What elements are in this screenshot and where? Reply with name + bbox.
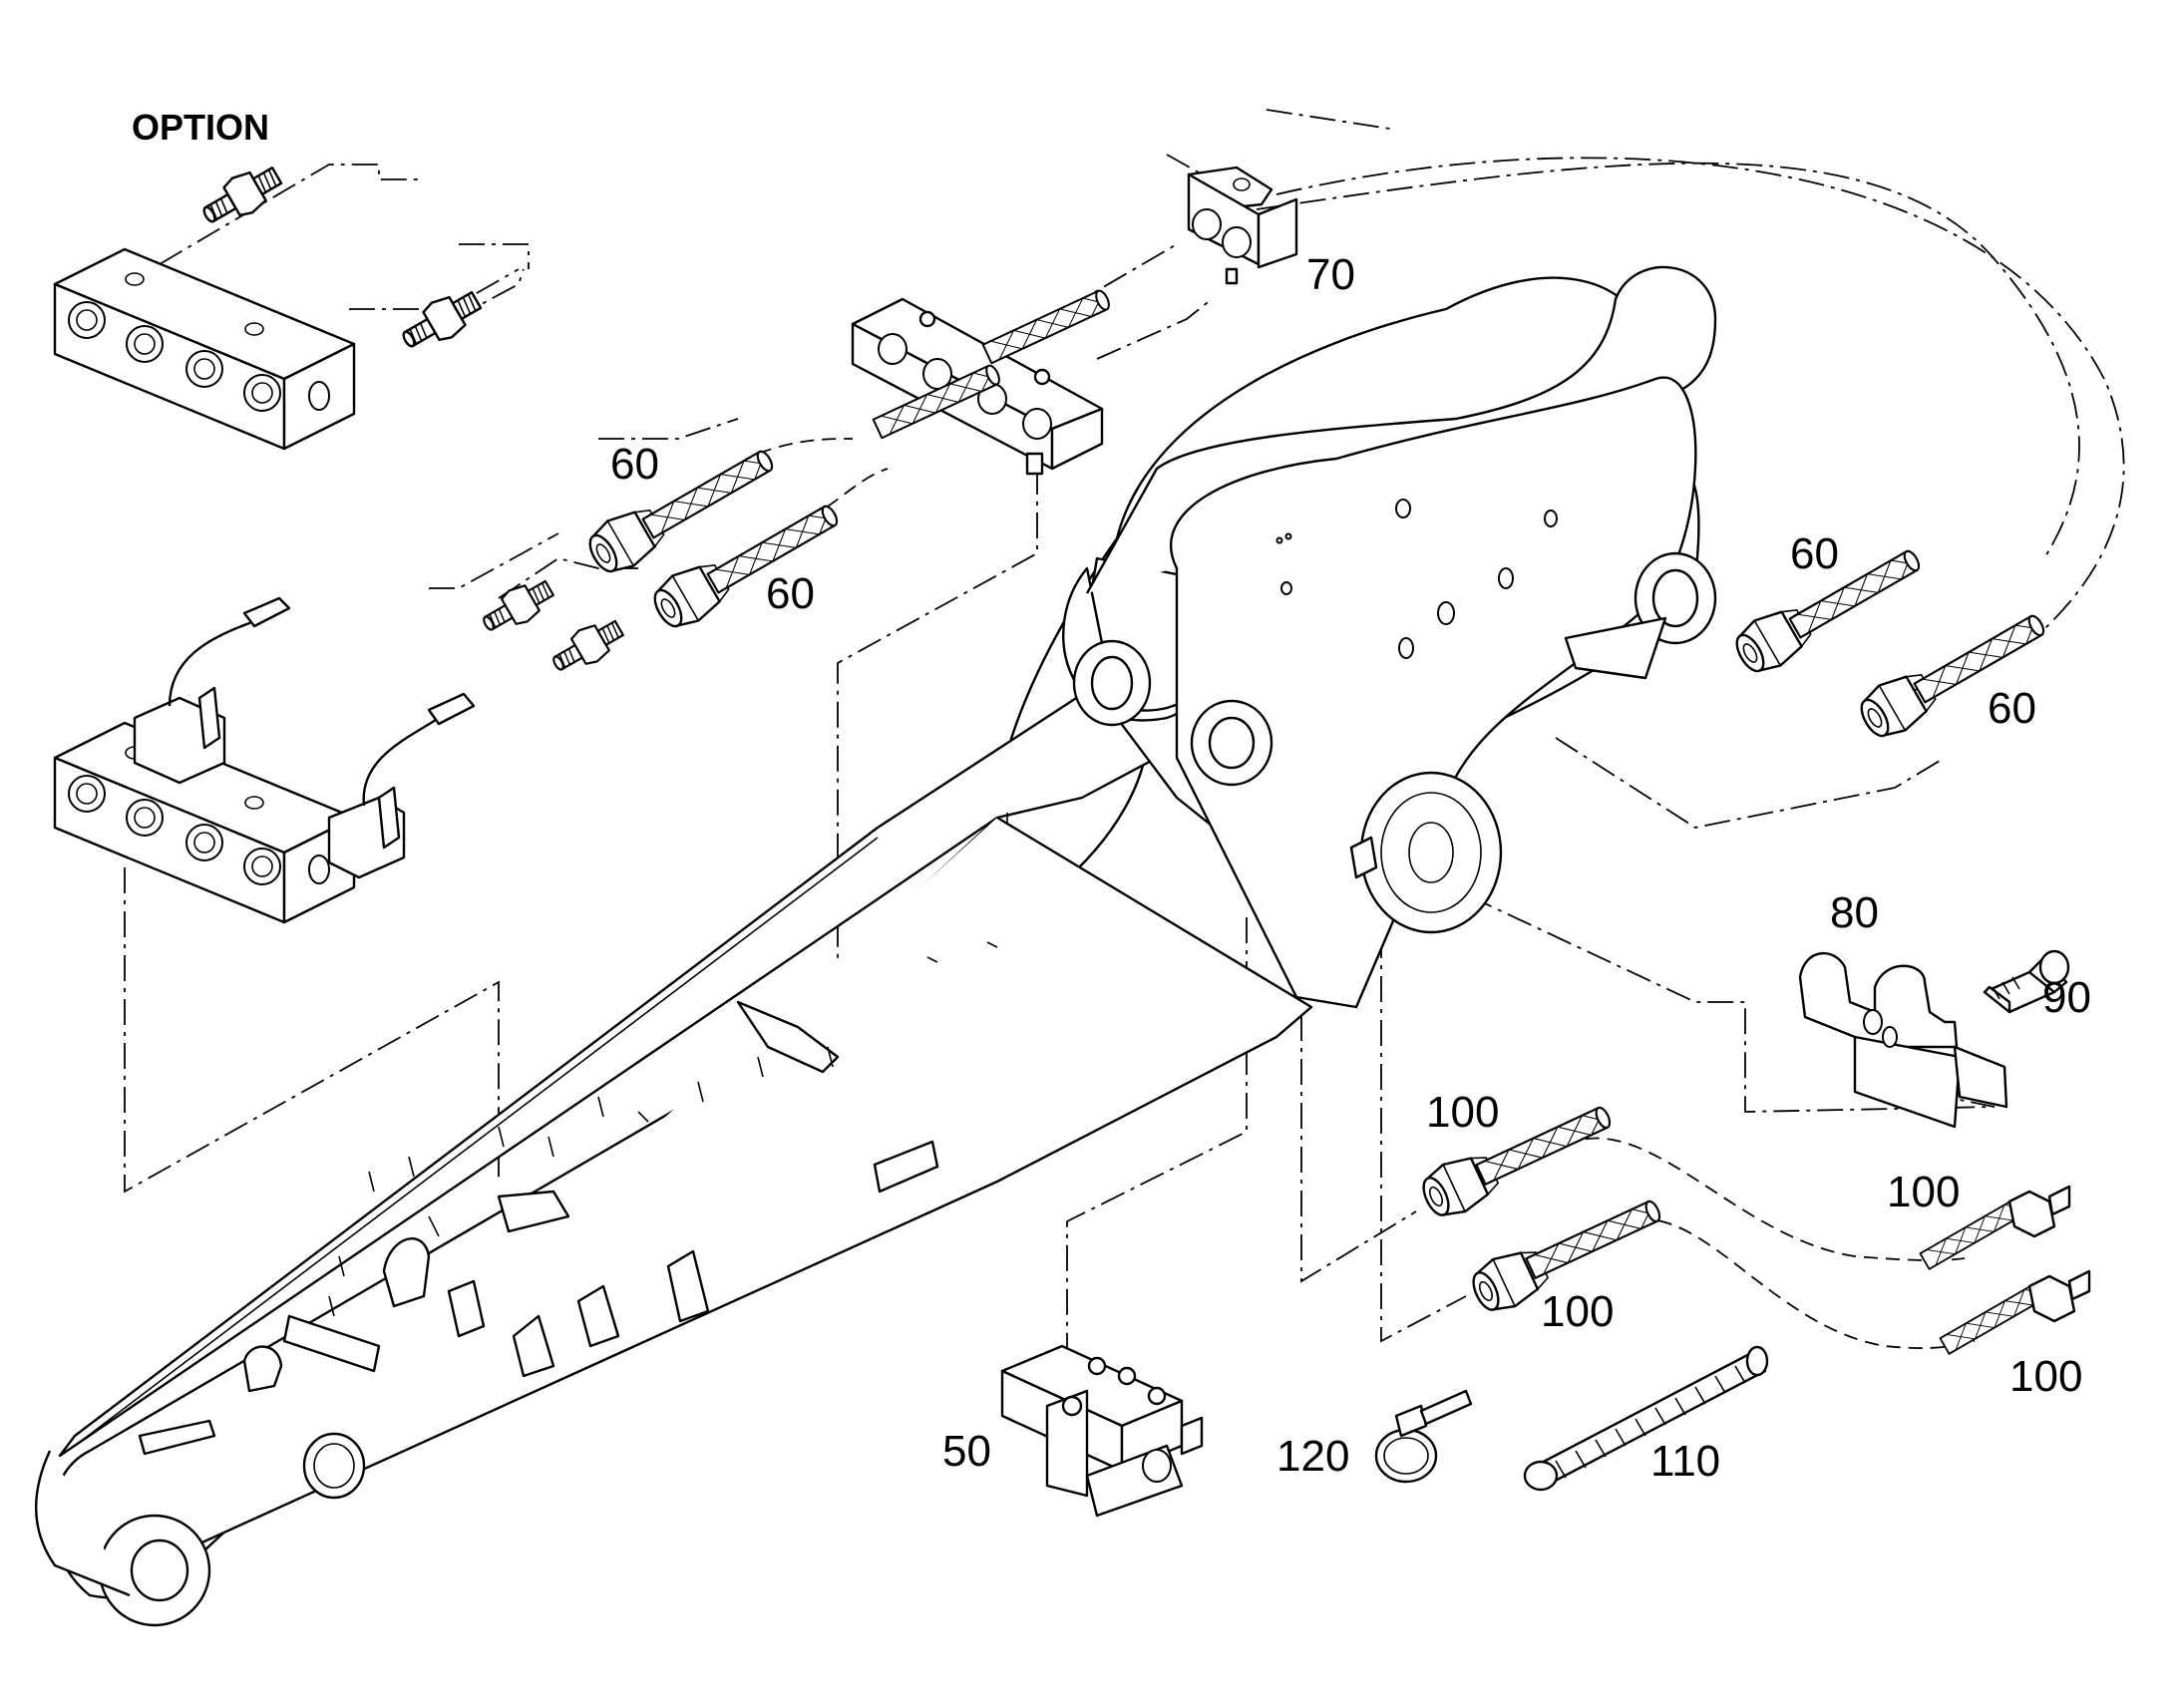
callout-120: 120 [1276, 1432, 1349, 1481]
bolt-90 [1983, 949, 2070, 1014]
callout-60b: 60 [766, 569, 815, 618]
cable-tie-120 [1374, 1389, 1473, 1484]
block-clamp [851, 287, 1113, 476]
option-title: OPTION [132, 107, 269, 148]
callout-100b: 100 [1887, 1168, 1960, 1216]
callout-80: 80 [1830, 888, 1879, 937]
callout-100a: 100 [1426, 1088, 1499, 1137]
valve-block-50 [1000, 1344, 1204, 1518]
option-manifold-top [53, 157, 488, 451]
callout-60c: 60 [1790, 529, 1839, 578]
callout-70: 70 [1306, 250, 1355, 299]
callout-60a: 60 [610, 440, 659, 489]
boom-arm [35, 265, 1717, 1627]
callout-labels: 50 60 60 60 60 70 80 90 100 100 100 100 … [610, 250, 2091, 1486]
hose-assembly-100 [1414, 1104, 2091, 1355]
option-manifold-sensors [53, 596, 476, 924]
spring-guard-110 [1523, 1345, 1769, 1492]
callout-60d: 60 [1988, 684, 2036, 733]
clamp-70 [1187, 166, 1298, 285]
callout-100d: 100 [2009, 1352, 2082, 1401]
callout-100c: 100 [1541, 1287, 1614, 1336]
callout-50: 50 [942, 1427, 991, 1476]
callout-90: 90 [2042, 973, 2091, 1022]
clamp-80 [1798, 952, 2008, 1129]
callout-110: 110 [1650, 1437, 1720, 1486]
